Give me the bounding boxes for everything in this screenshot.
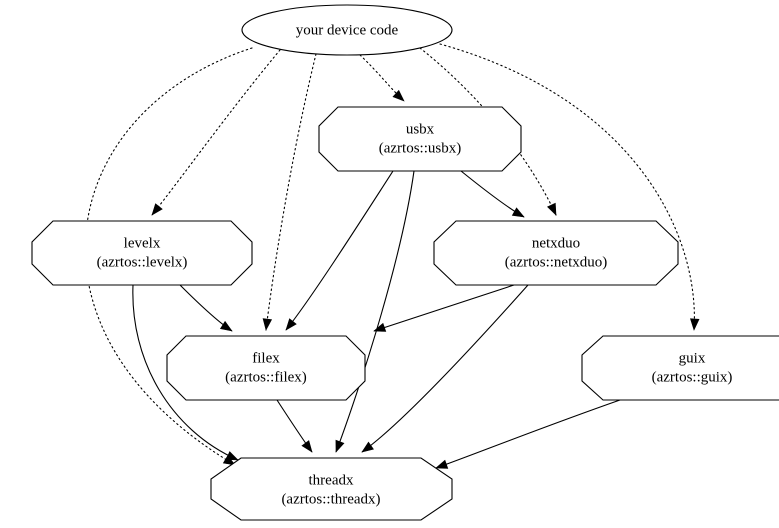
edge-device-to-levelx xyxy=(151,49,281,216)
arrowhead-usbx-to-threadx xyxy=(335,439,345,453)
node-threadx-label-name: threadx xyxy=(309,472,354,488)
arrowhead-device-to-threadx xyxy=(222,455,236,466)
edge-usbx-to-netxduo xyxy=(460,170,525,218)
arrowhead-device-to-filex xyxy=(262,318,273,331)
node-netxduo-label-name: netxduo xyxy=(532,235,580,251)
node-filex-shape xyxy=(166,335,366,401)
node-guix[interactable]: guix (azrtos::guix) xyxy=(581,335,779,401)
node-usbx-label-name: usbx xyxy=(406,121,435,137)
edge-netxduo-to-threadx xyxy=(361,284,529,453)
arrowhead-device-to-usbx xyxy=(392,89,405,102)
node-netxduo-shape xyxy=(433,220,679,286)
edge-device-to-guix xyxy=(439,43,695,331)
arrowhead-usbx-to-netxduo xyxy=(511,207,525,218)
node-usbx[interactable]: usbx (azrtos::usbx) xyxy=(318,106,522,172)
node-guix-shape xyxy=(581,335,779,401)
node-levelx[interactable]: levelx (azrtos::levelx) xyxy=(31,220,253,286)
arrowhead-device-to-netxduo xyxy=(546,202,557,216)
node-threadx-label-package: (azrtos::threadx) xyxy=(281,491,380,507)
edge-levelx-to-threadx xyxy=(132,284,239,461)
node-device[interactable]: your device code xyxy=(241,4,453,56)
arrowhead-device-to-levelx xyxy=(151,203,163,216)
node-filex-label-name: filex xyxy=(252,350,280,366)
node-netxduo[interactable]: netxduo (azrtos::netxduo) xyxy=(433,220,679,286)
node-usbx-label-package: (azrtos::usbx) xyxy=(379,140,461,156)
edge-device-to-filex xyxy=(265,53,317,331)
node-usbx-shape xyxy=(318,106,522,172)
arrowhead-device-to-guix xyxy=(690,318,700,331)
node-threadx-shape xyxy=(210,457,453,521)
arrowhead-usbx-to-filex xyxy=(285,318,297,331)
edge-guix-to-threadx xyxy=(435,399,621,469)
edge-usbx-to-filex xyxy=(285,170,394,331)
node-filex-label-package: (azrtos::filex) xyxy=(225,369,307,385)
node-levelx-label-package: (azrtos::levelx) xyxy=(97,254,188,270)
arrowhead-netxduo-to-threadx xyxy=(361,441,374,453)
node-netxduo-label-package: (azrtos::netxduo) xyxy=(505,254,607,270)
arrowhead-levelx-to-filex xyxy=(219,320,233,332)
edge-device-to-usbx xyxy=(359,54,405,102)
node-levelx-shape xyxy=(31,220,253,286)
node-device-shape xyxy=(241,4,453,56)
node-guix-label-name: guix xyxy=(679,350,706,366)
arrowhead-netxduo-to-filex xyxy=(373,322,387,332)
edge-layer xyxy=(84,43,700,469)
edge-usbx-to-threadx xyxy=(335,170,415,453)
arrowhead-filex-to-threadx xyxy=(301,440,313,453)
arrowhead-guix-to-threadx xyxy=(435,459,449,469)
node-threadx[interactable]: threadx (azrtos::threadx) xyxy=(210,457,453,521)
node-device-label: your device code xyxy=(296,22,399,38)
node-filex[interactable]: filex (azrtos::filex) xyxy=(166,335,366,401)
arrowhead-levelx-to-threadx xyxy=(225,451,239,461)
node-levelx-label-name: levelx xyxy=(124,235,161,251)
node-guix-label-package: (azrtos::guix) xyxy=(652,369,733,385)
